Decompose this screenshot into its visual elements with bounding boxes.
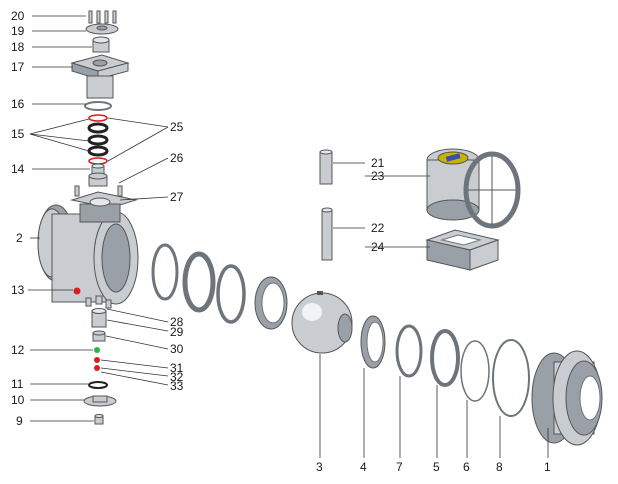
callout-3: 3 [316,460,323,474]
part-13-drain-plug [73,287,81,295]
part-7-ring [395,324,423,378]
callout-26: 26 [170,151,184,165]
callout-5: 5 [433,460,440,474]
part-16-gasket [84,101,112,111]
part-6-ring [460,340,490,402]
callout-12: 12 [11,343,25,357]
part-3-ball [291,291,353,354]
part-14-stem-nut [88,163,108,187]
part-17-bonnet [70,54,130,99]
part-30-bearing [92,330,106,342]
callout-27: 27 [170,190,184,204]
callout-2: 2 [16,231,23,245]
callout-16: 16 [11,97,25,111]
part-24-mounting-bracket [425,229,500,271]
part-10-bottom-cover [83,395,117,407]
part-18-bushing [92,36,110,53]
seat-ring-b [182,251,216,313]
part-29-trunnion [91,308,107,328]
part-23-gear-operator [426,148,521,229]
callout-29: 29 [170,325,184,339]
part-5-ring [430,329,460,387]
part-19-gland-plate [85,23,119,35]
callout-20: 20 [11,9,25,23]
callout-1: 1 [544,460,551,474]
callout-25: 25 [170,120,184,134]
callout-21: 21 [371,156,385,170]
callout-22: 22 [371,221,385,235]
callout-9: 9 [16,414,23,428]
part-15-packing-set [87,114,109,165]
leader-lines [28,15,549,458]
callout-4: 4 [360,460,367,474]
seat-ring-c [216,264,246,324]
part-1-end-flange [531,350,603,446]
callout-23: 23 [371,169,385,183]
part-12-o-ring [94,347,100,353]
part-8-ring [492,339,530,417]
part-4-seat [360,315,386,369]
callout-18: 18 [11,40,25,54]
callout-13: 13 [11,283,25,297]
part-31-seal [94,357,100,363]
callout-11: 11 [11,377,24,391]
part-20-bolts [88,10,117,24]
seat-ring-d [254,276,288,330]
part-32-seal [94,365,100,371]
part-9-bolt [94,414,104,425]
callout-33: 33 [170,379,184,393]
callout-24: 24 [371,240,385,254]
callout-6: 6 [463,460,470,474]
callout-28: 28 [170,315,184,329]
callout-30: 30 [170,342,184,356]
part-11-ring [88,381,108,389]
callout-7: 7 [396,460,403,474]
part-21-stem-extension [319,149,333,185]
seat-ring-a [151,243,179,301]
callout-17: 17 [11,60,25,74]
callout-10: 10 [11,393,25,407]
part-22-shaft [321,207,333,261]
callout-8: 8 [496,460,503,474]
callout-32: 32 [170,370,184,384]
callout-15: 15 [11,127,25,141]
part-2-valve-body [37,185,139,309]
callout-14: 14 [11,162,25,176]
callout-31: 31 [170,361,184,375]
callout-19: 19 [11,24,25,38]
